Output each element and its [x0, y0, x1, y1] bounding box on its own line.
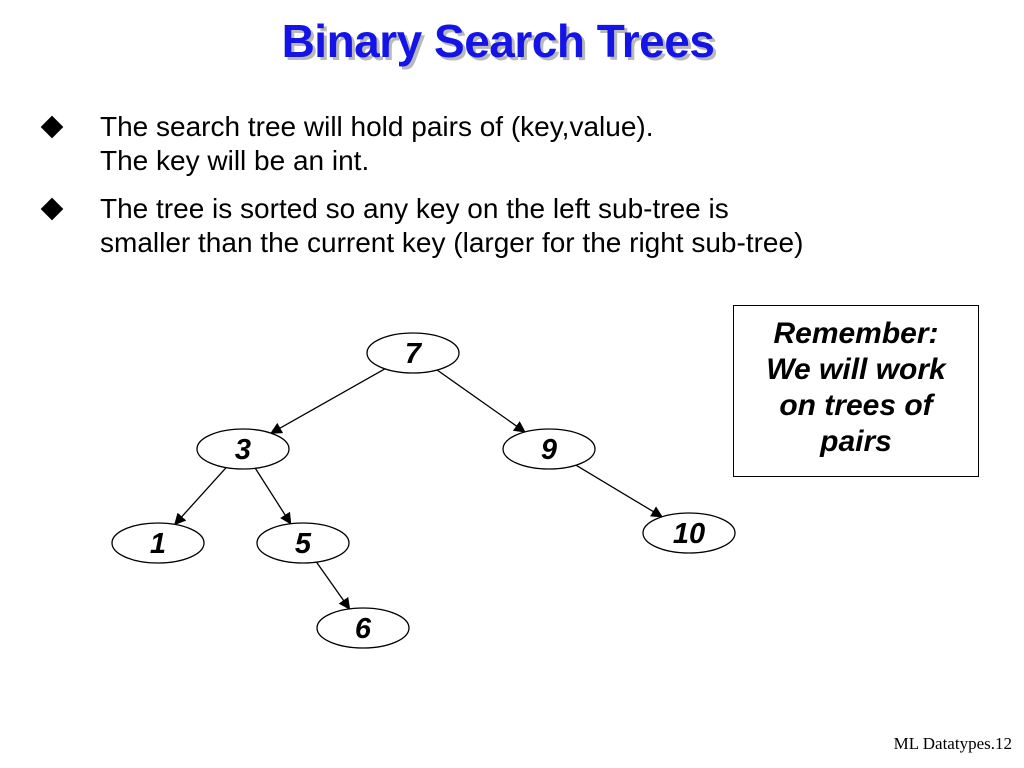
tree-node-label: 7: [405, 338, 423, 370]
tree-node-ellipse: [502, 428, 596, 470]
note-line: We will work: [766, 353, 946, 386]
tree-edge-n7-n9: [436, 369, 526, 433]
tree-node: 6: [316, 607, 410, 649]
note-line: Remember:: [773, 317, 939, 350]
bullet-line: The key will be an int.: [100, 145, 370, 176]
tree-node: 3: [196, 428, 290, 470]
tree-edge-n7-n3: [270, 368, 386, 434]
tree-node-ellipse: [316, 607, 410, 649]
tree-node-label: 3: [235, 434, 251, 466]
tree-node-ellipse: [366, 332, 460, 374]
note-line: pairs: [820, 425, 892, 458]
bullet-list: The search tree will hold pairs of (key,…: [38, 110, 998, 274]
tree-node-label: 10: [673, 518, 705, 550]
bullet-line: The search tree will hold pairs of (key,…: [100, 111, 654, 142]
tree-node-label: 6: [355, 613, 372, 645]
tree-node-ellipse: [256, 522, 350, 564]
tree-node-label: 9: [541, 434, 557, 466]
tree-node: 10: [642, 512, 736, 554]
note-line: on trees of: [779, 389, 933, 422]
tree-node-ellipse: [642, 512, 736, 554]
bullet-line: smaller than the current key (larger for…: [100, 227, 804, 258]
tree-node-label: 5: [295, 528, 312, 560]
bullet-item: The search tree will hold pairs of (key,…: [38, 110, 998, 178]
slide-footer: ML Datatypes.12: [893, 734, 1012, 753]
tree-node: 7: [366, 332, 460, 374]
tree-edge-n3-n1: [174, 467, 227, 526]
bullet-line: The tree is sorted so any key on the lef…: [100, 193, 729, 224]
tree-edge-n3-n5: [254, 467, 292, 525]
tree-node-label: 1: [150, 528, 166, 560]
tree-node-ellipse: [111, 522, 205, 564]
tree-edge-n5-n6: [315, 561, 351, 610]
tree-edge-n9-n10: [575, 464, 664, 518]
tree-node: 1: [111, 522, 205, 564]
tree-node: 5: [256, 522, 350, 564]
remember-note-box: Remember: We will work on trees of pairs: [733, 305, 979, 477]
bullet-item: The tree is sorted so any key on the lef…: [38, 192, 998, 260]
tree-node: 9: [502, 428, 596, 470]
slide-title: Binary Search Trees: [281, 15, 715, 67]
tree-node-ellipse: [196, 428, 290, 470]
